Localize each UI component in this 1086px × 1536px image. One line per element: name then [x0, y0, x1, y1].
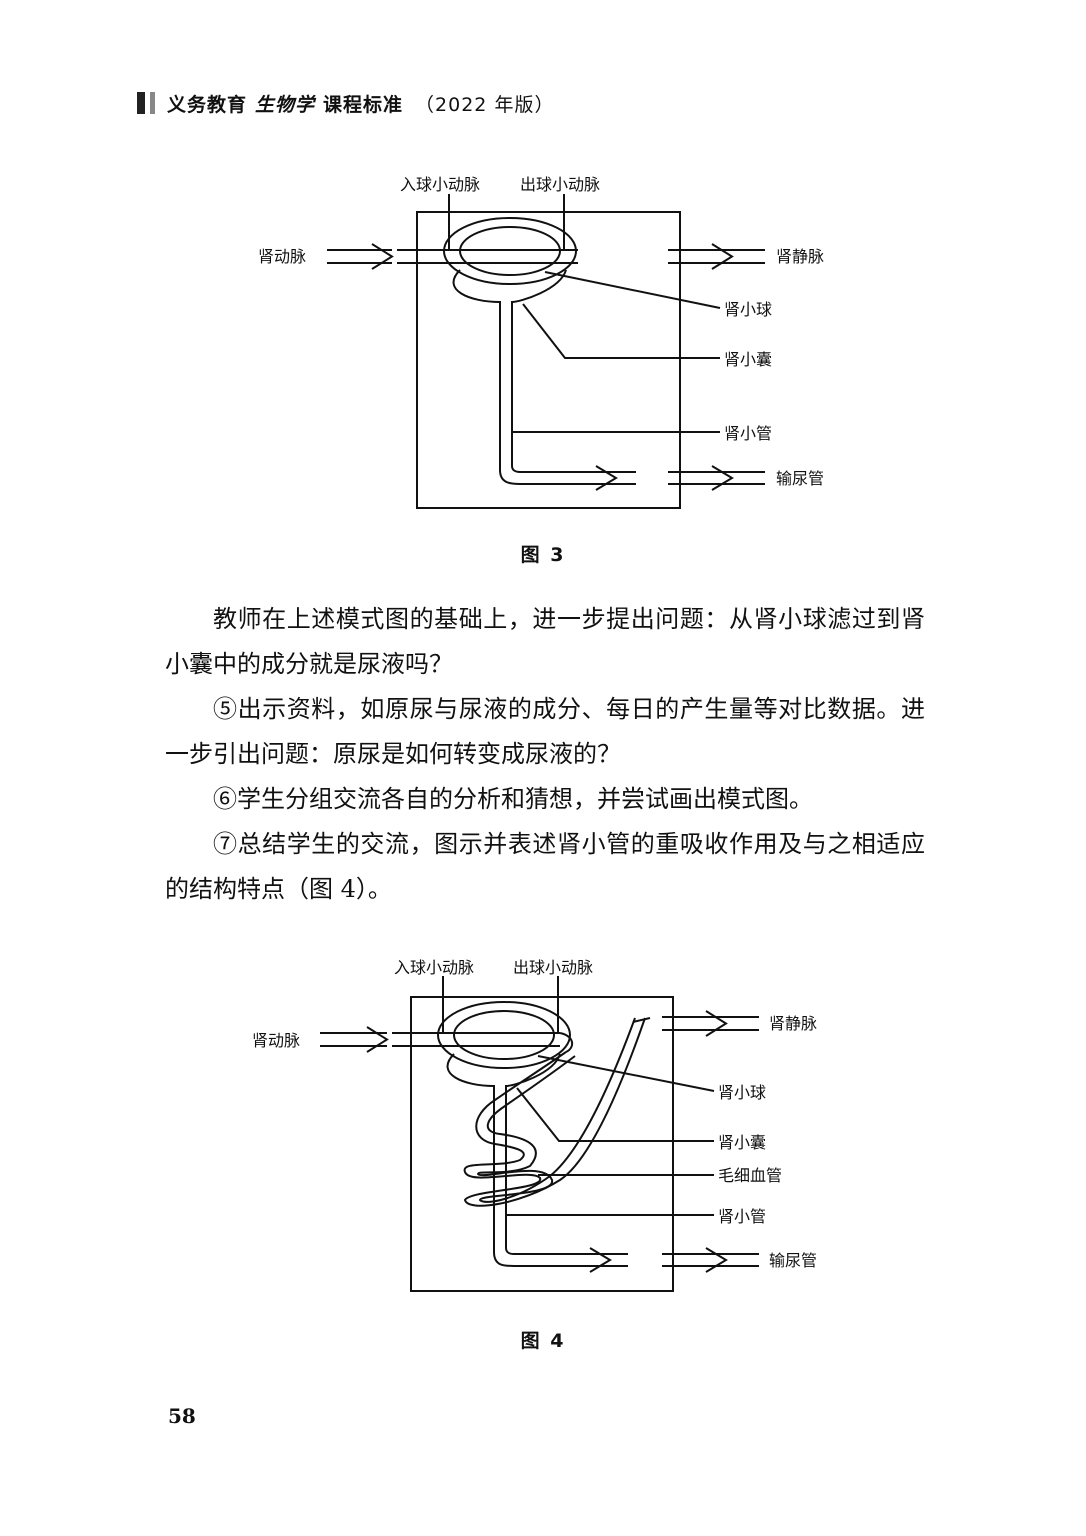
- fig3-frame: [416, 211, 681, 509]
- paragraph-1: 教师在上述模式图的基础上，进一步提出问题：从肾小球滤过到肾小囊中的成分就是尿液吗…: [165, 605, 925, 678]
- fig3-label-efferent: 出球小动脉: [520, 175, 600, 194]
- header-title: 义务教育生物学课程标准 （2022 年版）: [167, 90, 554, 117]
- fig3-label-glomerulus: 肾小球: [724, 300, 772, 319]
- header-title-b: 生物学: [255, 93, 316, 116]
- paragraph-4: ⑦总结学生的交流，图示并表述肾小管的重吸收作用及与之相适应的结构特点（图 4）。: [165, 830, 925, 903]
- fig4-label-ureter: 输尿管: [769, 1251, 817, 1270]
- fig3-vein-arrow: [668, 243, 765, 270]
- header-title-c: 课程标准: [323, 93, 404, 116]
- fig4-artery-arrow: [320, 1026, 451, 1053]
- fig4-label-capillary: 毛细血管: [718, 1166, 782, 1185]
- fig4-label-renal-vein: 肾静脉: [769, 1014, 817, 1033]
- fig3-ureter-arrow: [668, 465, 765, 491]
- figure-3-diagram: 入球小动脉 出球小动脉 肾动脉 肾静脉 肾小球 肾小囊 肾小管 输尿管: [258, 175, 824, 509]
- fig3-label-ureter: 输尿管: [776, 469, 824, 488]
- fig4-label-glomerulus: 肾小球: [718, 1083, 766, 1102]
- fig3-artery-arrow: [327, 243, 457, 270]
- fig3-label-renal-vein: 肾静脉: [776, 247, 824, 266]
- header-title-a: 义务教育: [167, 93, 248, 116]
- page-number: 58: [168, 1404, 196, 1428]
- fig4-label-tubule: 肾小管: [718, 1207, 766, 1226]
- fig4-vein-arrow: [662, 1010, 759, 1037]
- header-bar-thin-icon: [150, 92, 155, 114]
- fig3-label-capsule: 肾小囊: [724, 350, 772, 369]
- figure-3-caption: 图 3: [520, 544, 566, 566]
- figure-4-caption: 图 4: [520, 1330, 566, 1352]
- header-edition: （2022 年版）: [415, 93, 555, 116]
- header-bar-icon: [137, 92, 145, 114]
- fig4-label-efferent: 出球小动脉: [513, 958, 593, 977]
- fig4-frame: [410, 996, 674, 1292]
- fig4-capsule-outer: [437, 1001, 571, 1069]
- paragraph-3: ⑥学生分组交流各自的分析和猜想，并尝试画出模式图。: [213, 785, 813, 813]
- fig4-label-renal-artery: 肾动脉: [252, 1031, 300, 1050]
- paragraph-2: ⑤出示资料，如原尿与尿液的成分、每日的产生量等对比数据。进一步引出问题：原尿是如…: [165, 695, 925, 768]
- fig3-label-afferent: 入球小动脉: [400, 175, 480, 194]
- running-header: 义务教育生物学课程标准 （2022 年版）: [137, 88, 554, 118]
- figure-4-diagram: 入球小动脉 出球小动脉 肾动脉 肾静脉 肾小球 肾小囊 毛细血管 肾小管 输尿管: [252, 958, 817, 1292]
- fig4-ureter-arrow: [662, 1247, 759, 1273]
- fig3-label-renal-artery: 肾动脉: [258, 247, 306, 266]
- fig3-label-tubule: 肾小管: [724, 424, 772, 443]
- body-text: 教师在上述模式图的基础上，进一步提出问题：从肾小球滤过到肾小囊中的成分就是尿液吗…: [165, 597, 925, 912]
- fig4-glomerulus: [453, 1010, 555, 1060]
- fig4-label-capsule: 肾小囊: [718, 1133, 766, 1152]
- fig4-label-afferent: 入球小动脉: [394, 958, 474, 977]
- fig4-capillary: [463, 1017, 646, 1207]
